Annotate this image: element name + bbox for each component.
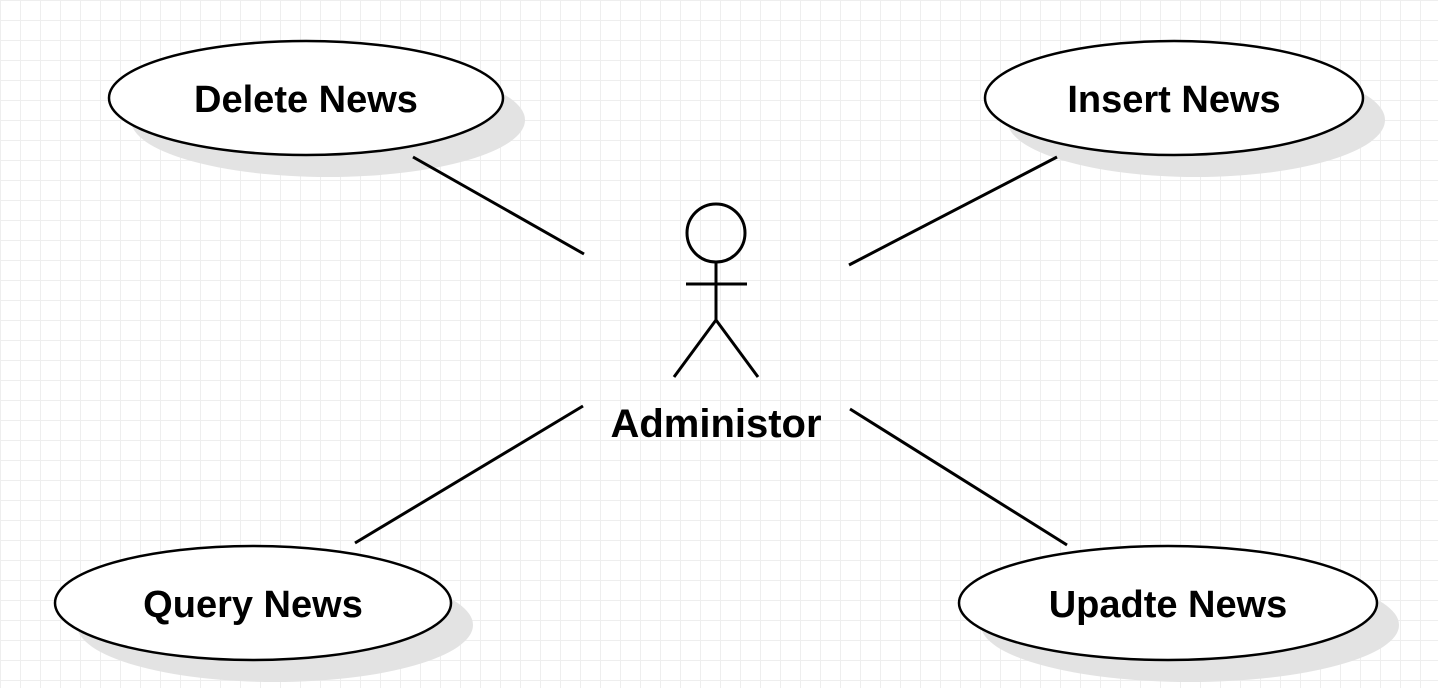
use-case-update-news[interactable]: Upadte News [957,544,1399,682]
use-case-label: Delete News [194,79,418,121]
actor-head [685,202,747,264]
use-case-delete-news[interactable]: Delete News [107,39,525,177]
association-line-insert[interactable] [848,155,1058,267]
use-case-ellipse [957,544,1379,662]
actor-label: Administor [610,402,821,446]
actor-stick-figure-icon [672,202,760,378]
use-case-label: Upadte News [1049,584,1288,626]
use-case-ellipse [107,39,505,157]
use-case-ellipse [983,39,1365,157]
actor-right-leg [714,319,760,378]
actor-administor[interactable]: Administor [610,202,822,446]
association-line-delete[interactable] [412,155,585,256]
association-line-update[interactable] [849,407,1068,547]
use-case-ellipse [53,544,453,662]
association-line-query[interactable] [354,404,584,545]
actor-left-leg [672,319,718,378]
use-case-insert-news[interactable]: Insert News [983,39,1385,177]
use-case-label: Insert News [1067,79,1280,121]
use-case-label: Query News [143,584,363,626]
use-case-query-news[interactable]: Query News [53,544,473,682]
